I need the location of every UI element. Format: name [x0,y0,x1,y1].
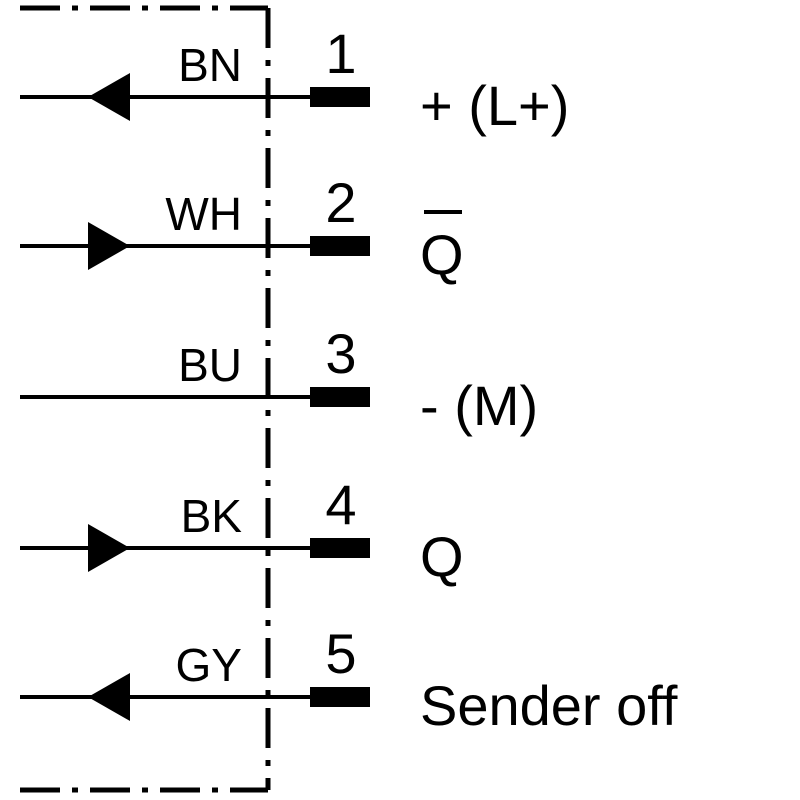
signal-label: + (L+) [420,74,569,137]
pin-row-4: BK 4Q [20,473,464,588]
pin-number: 4 [325,473,356,536]
signal-label: - (M) [420,374,538,437]
wire-color-label: GY [176,639,242,691]
arrow-right-icon [88,524,130,572]
wire-color-label: BU [178,339,242,391]
pin-number: 5 [325,622,356,685]
signal-label: Q [420,223,464,286]
arrow-left-icon [88,673,130,721]
wire-color-label: WH [165,188,242,240]
pin-number: 1 [325,22,356,85]
housing-boundary [20,5,271,793]
pin-number: 2 [325,171,356,234]
terminal-pin [310,387,370,407]
pin-number: 3 [325,322,356,385]
arrow-right-icon [88,222,130,270]
arrow-left-icon [88,73,130,121]
terminal-pin [310,236,370,256]
pin-row-2: WH 2Q [20,171,464,286]
signal-label: Sender off [420,674,678,737]
signal-label: Q [420,525,464,588]
wire-color-label: BK [181,490,243,542]
pin-row-1: BN 1 + (L+) [20,22,569,137]
terminal-pin [310,538,370,558]
terminal-pin [310,87,370,107]
terminal-pin [310,687,370,707]
wire-color-label: BN [178,39,242,91]
pin-row-3: BU 3 - (M) [20,322,538,437]
